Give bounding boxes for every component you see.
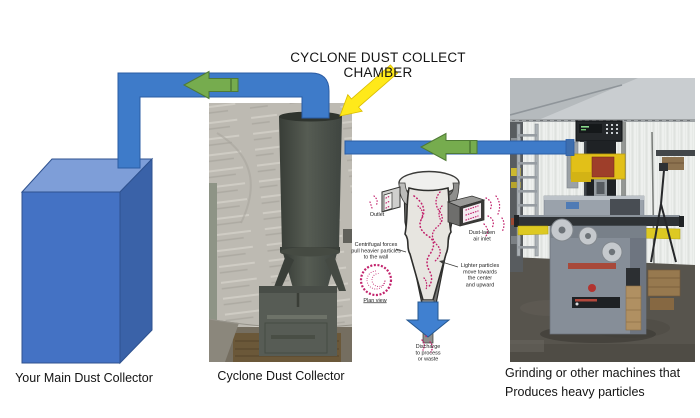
inlet-duct — [446, 195, 505, 237]
cyclone-photo-art — [208, 103, 353, 362]
cyclone-principle-inset: Outlet Dust-laden air inlet Centrifugal … — [351, 162, 510, 369]
grinder-photo-art — [509, 78, 695, 362]
inset-label-outlet: Outlet — [369, 211, 385, 218]
cyclone-photo — [208, 103, 353, 362]
inset-label-centrifugal: Centrifugal forces pull heavier particle… — [351, 241, 401, 261]
duct-cyclone-to-main — [117, 72, 330, 169]
inset-label-dust-laden: Dust-laden air inlet — [468, 229, 496, 242]
tripod — [650, 169, 677, 263]
caption-cyclone-collector: Cyclone Dust Collector — [217, 369, 345, 383]
inset-label-lighter: Lighter particles move towards the cente… — [460, 262, 500, 288]
flow-arrow-right-icon — [419, 132, 478, 162]
diagram-title: CYCLONE DUST COLLECT CHAMBER — [290, 50, 466, 80]
outlet-duct — [369, 186, 401, 213]
wheel-assembly — [570, 153, 626, 182]
particle-swirls — [413, 191, 443, 291]
caption-main-collector: Your Main Dust Collector — [15, 371, 153, 385]
caption-grinder: Grinding or other machines that Produces… — [505, 366, 681, 399]
background-object — [209, 183, 217, 335]
discharge-particles — [421, 335, 433, 353]
plan-view-diagram — [359, 263, 393, 297]
discharge-arrow-icon — [405, 301, 451, 338]
cyclone-body — [271, 111, 346, 327]
cyclone-principle-art — [359, 170, 505, 353]
machine-cabinet — [549, 218, 647, 335]
chamber-pointer-arrow-icon — [339, 64, 399, 117]
grinder-photo — [509, 78, 695, 362]
collector-base-box — [259, 286, 337, 356]
flow-arrow-left-icon — [182, 70, 239, 100]
main-dust-collector-box — [20, 157, 154, 365]
inset-label-discharge: Discharge to process or waste — [415, 343, 441, 363]
inset-label-plan-view: Plan view — [363, 297, 387, 304]
